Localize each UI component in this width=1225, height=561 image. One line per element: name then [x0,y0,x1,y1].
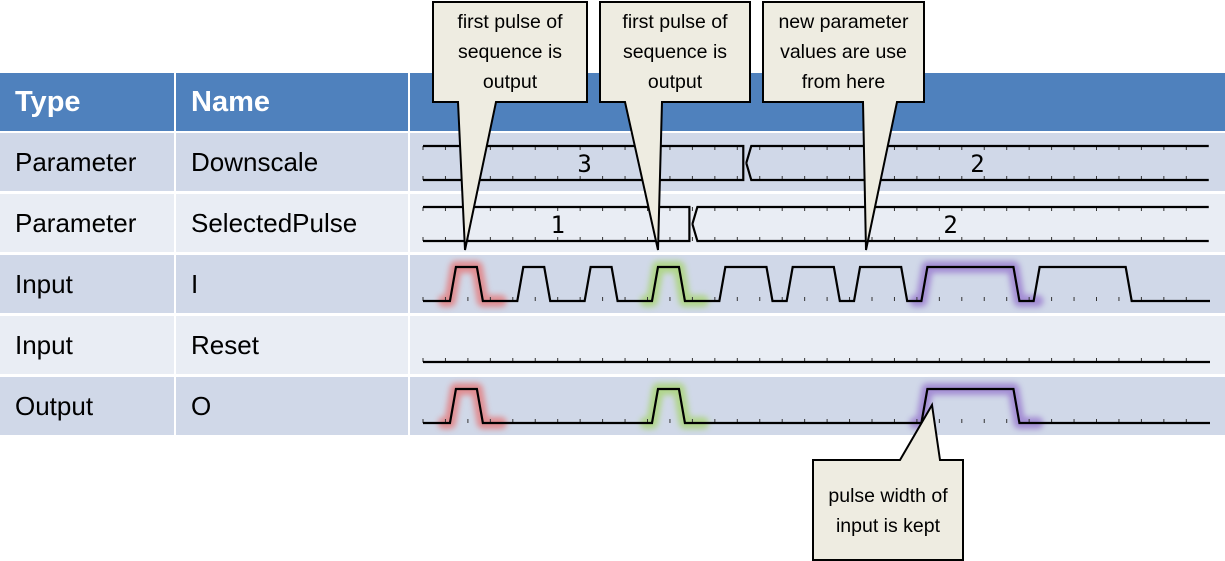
callout-text: first pulse of sequence is output [622,11,728,93]
waveform-cell [410,377,1225,435]
row-type: Input [0,255,174,313]
row-name: Reset [176,316,408,374]
header-name: Name [176,73,408,131]
row-name: Downscale [176,133,408,191]
row-name: SelectedPulse [176,194,408,252]
row-name: I [176,255,408,313]
waveform-cell [410,133,1225,191]
row-name: O [176,377,408,435]
callout-text: new parameter values are use from here [778,11,909,93]
row-type: Parameter [0,194,174,252]
table-row: Output O [0,377,1225,435]
callout-text: pulse width of input is kept [828,485,948,537]
row-type: Parameter [0,133,174,191]
table-row: Parameter Downscale [0,133,1225,191]
header-type: Type [0,73,174,131]
row-type: Input [0,316,174,374]
table-row: Parameter SelectedPulse [0,194,1225,252]
table-row: Input Reset [0,316,1225,374]
callout-text: first pulse of sequence is output [457,11,563,93]
waveform-cell [410,194,1225,252]
waveform-cell [410,255,1225,313]
table-row: Input I [0,255,1225,313]
row-type: Output [0,377,174,435]
waveform-cell [410,316,1225,374]
